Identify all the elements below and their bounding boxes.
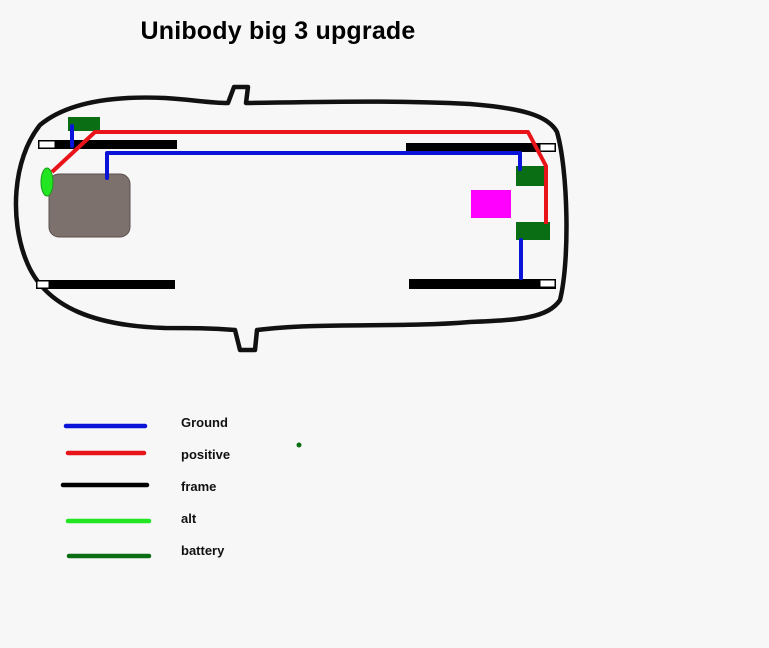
legend-label-frame: frame	[181, 479, 217, 494]
alternator	[40, 167, 54, 197]
frame-rail-top-front-tip	[38, 140, 56, 149]
legend-label-ground: Ground	[181, 415, 228, 430]
legend	[60, 423, 152, 559]
legend-label-alt: alt	[181, 511, 197, 526]
frame-rail-bottom-rear	[409, 279, 556, 289]
frame-rail-top-rear	[406, 143, 556, 152]
stray-dot	[296, 442, 302, 448]
engine-block	[48, 173, 131, 238]
frame-rail-top-rear-tip	[539, 143, 556, 152]
front-battery	[68, 117, 100, 131]
frame-rail-bottom-rear-tip	[539, 279, 556, 288]
legend-label-positive: positive	[181, 447, 231, 462]
frame-rail-bottom-front	[36, 280, 175, 289]
frame-rail-bottom-front-tip	[36, 280, 50, 289]
rear-battery-bottom	[516, 222, 550, 240]
diagram-title: Unibody big 3 upgrade	[140, 17, 416, 45]
rear-battery-top	[516, 166, 546, 186]
magenta-component	[471, 190, 511, 218]
positive-wire	[50, 130, 548, 224]
frame-rail-top-front	[38, 140, 177, 149]
legend-label-battery: battery	[181, 543, 225, 558]
car-outline	[13, 84, 569, 353]
ground-wire-main	[105, 151, 522, 180]
